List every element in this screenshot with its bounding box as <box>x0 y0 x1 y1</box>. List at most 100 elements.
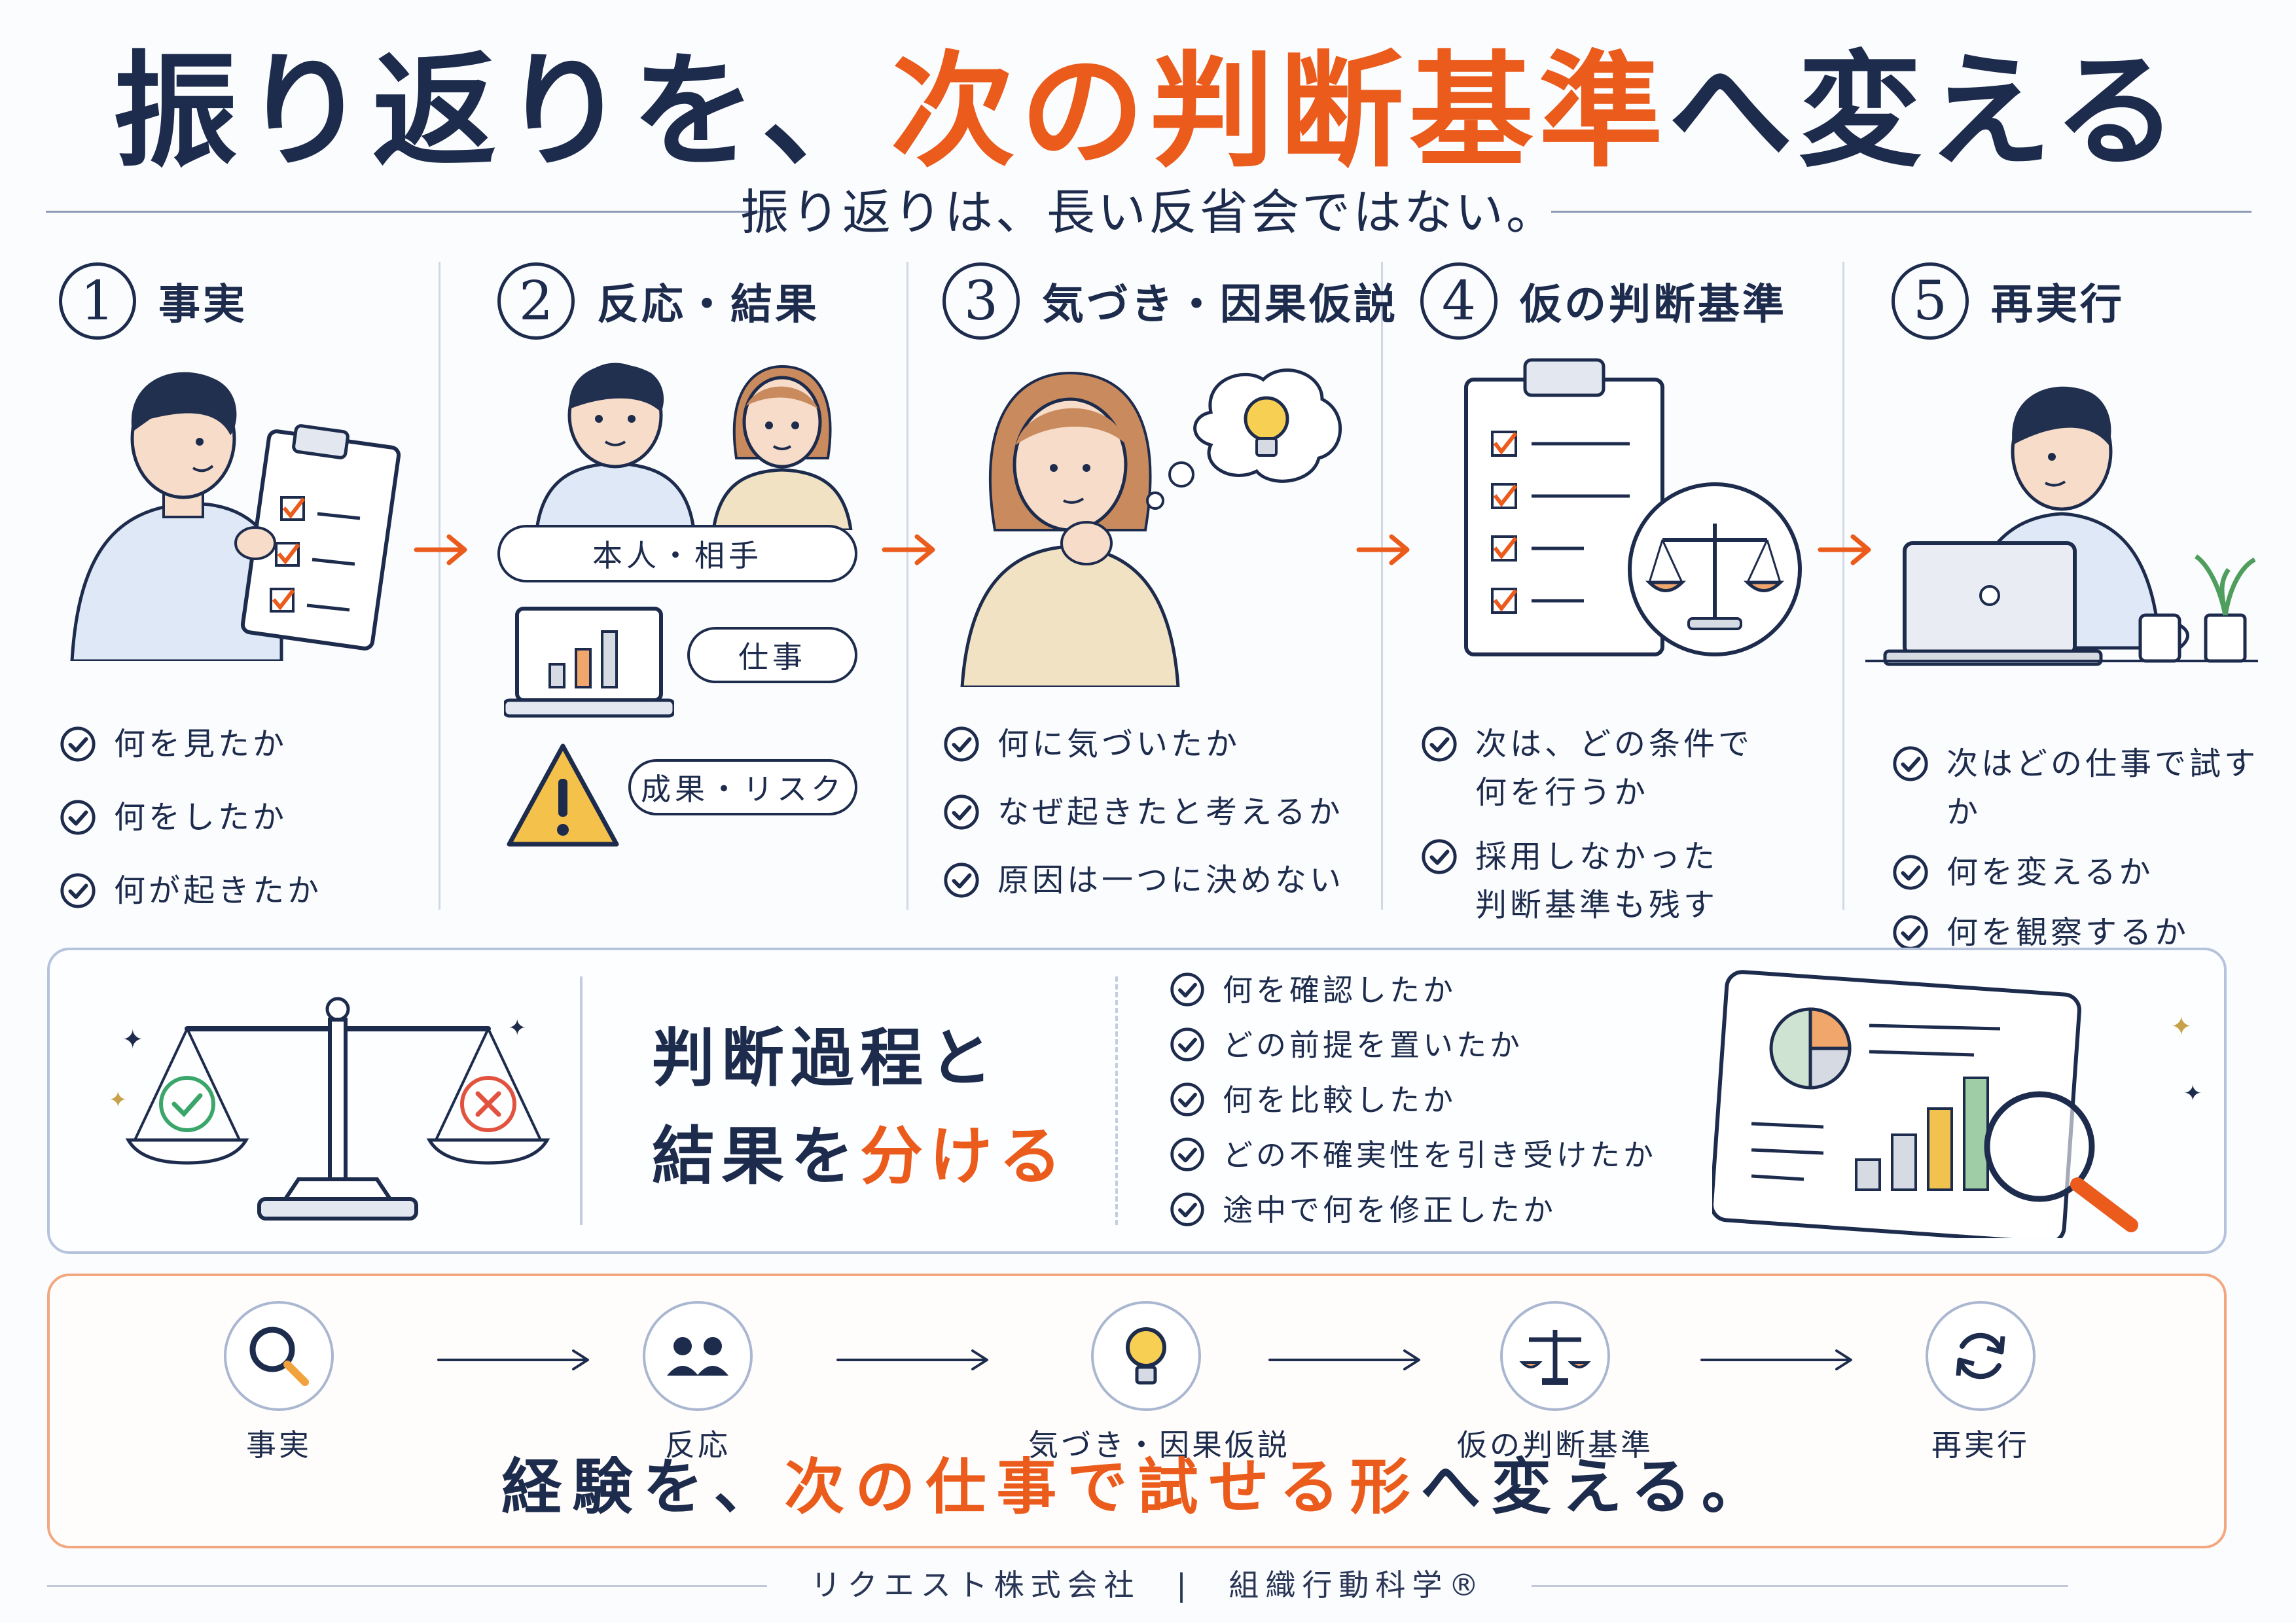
step-number: 1 <box>59 262 136 340</box>
panel-separator-dashed <box>1115 976 1118 1225</box>
step-2-header: 2 反応・結果 <box>497 255 819 347</box>
flow-label: 仮の判断基準 <box>1457 1427 1653 1463</box>
list-item: 何を変えるか <box>1892 848 2271 897</box>
warning-icon <box>507 743 619 847</box>
step-arrow-icon <box>1355 530 1414 569</box>
step-number: 4 <box>1420 262 1498 340</box>
list-item: 何を見たか <box>59 720 322 768</box>
step-5: 5 再実行 次はどの仕事で試すか 何を変えるか 何を観察するか <box>1865 255 2271 951</box>
company-name: リクエスト株式会社 <box>810 1567 1141 1603</box>
step-1: 1 事実 何を見たか 何をしたか 何が起きたか <box>59 255 425 916</box>
title-part1: 振り返りを、 <box>113 38 891 184</box>
list-item: 次は、どの条件で何を行うか <box>1420 720 1753 817</box>
laptop-chart-icon <box>504 607 674 718</box>
step-number: 3 <box>942 262 1020 340</box>
subtitle-left-rule <box>46 211 772 213</box>
flow-icon-circle <box>643 1301 753 1411</box>
lightbulb-icon <box>1126 1327 1166 1385</box>
subtitle-row: 振り返りは、長い反省会ではない。 <box>46 177 2251 249</box>
report-magnifier-illustration: ✦ ✦ <box>1712 970 2202 1238</box>
check-circle-icon <box>1169 1081 1206 1118</box>
step-title: 再実行 <box>1991 280 2125 329</box>
step-title: 気づき・因果仮説 <box>1042 280 1398 329</box>
step-5-header: 5 再実行 <box>1892 255 2125 347</box>
flow-step-reaction: 反応 <box>613 1301 783 1465</box>
flow-step-insight: 気づき・因果仮説 <box>1028 1301 1290 1465</box>
scale-icon <box>1519 1330 1591 1385</box>
step-4: 4 仮の判断基準 次は、どの条件で何を行うか 採用しなかった判断基準も残す <box>1420 255 1826 923</box>
heading-line2: 結果を <box>652 1119 860 1193</box>
footer-left-rule <box>47 1585 767 1587</box>
panel-separator <box>580 976 583 1225</box>
flow-icon-circle <box>224 1301 334 1411</box>
check-circle-icon <box>1892 853 1929 891</box>
flow-step-criteria: 仮の判断基準 <box>1457 1301 1653 1465</box>
column-divider <box>1842 262 1844 910</box>
column-divider <box>906 262 908 910</box>
step-number: 2 <box>497 262 575 340</box>
svg-text:✦: ✦ <box>122 1025 144 1055</box>
list-item: 何をしたか <box>59 793 322 842</box>
check-circle-icon <box>1892 914 1929 952</box>
footer-text: リクエスト株式会社 | 組織行動科学® <box>0 1559 2296 1611</box>
list-item: 何を確認したか <box>1169 970 1657 1010</box>
process-outcome-heading: 判断過程と 結果を分ける <box>652 1009 1068 1205</box>
list-item: 何に気づいたか <box>942 720 1344 768</box>
step-3-checklist: 何に気づいたか なぜ起きたと考えるか 原因は一つに決めない <box>942 720 1344 924</box>
heading-highlight: 分ける <box>860 1119 1068 1193</box>
list-item: なぜ起きたと考えるか <box>942 788 1344 836</box>
list-item: どの不確実性を引き受けたか <box>1169 1135 1657 1175</box>
process-vs-outcome-panel: ✦ ✦ ✦ 判断過程と 結果を分ける 何を確認したか どの前提を置いたか 何を比… <box>47 948 2227 1254</box>
check-circle-icon <box>59 798 97 836</box>
tag-self-other: 本人・相手 <box>497 525 857 582</box>
list-item: 次はどの仕事で試すか <box>1892 740 2271 836</box>
svg-text:✦: ✦ <box>2170 1012 2193 1042</box>
flow-arrow-icon <box>1699 1347 1856 1373</box>
magnifier-icon <box>249 1327 309 1386</box>
woman-thinking-illustration <box>960 368 1342 687</box>
flow-label: 反応 <box>665 1427 730 1463</box>
check-circle-icon <box>1420 725 1458 763</box>
column-divider <box>1381 262 1383 910</box>
heading-line1: 判断過程と <box>652 1021 999 1095</box>
footer: リクエスト株式会社 | 組織行動科学® <box>0 1559 2296 1611</box>
footer-right-rule <box>1532 1585 2068 1587</box>
refresh-icon <box>1956 1332 2005 1380</box>
step-1-header: 1 事実 <box>59 255 247 347</box>
brand-name: 組織行動科学® <box>1229 1567 1486 1603</box>
list-item: 何が起きたか <box>59 866 322 915</box>
balance-scale-icon: ✦ ✦ ✦ <box>109 997 550 1221</box>
step-3-header: 3 気づき・因果仮説 <box>942 255 1398 347</box>
step-number: 5 <box>1892 262 1969 340</box>
title-part2: へ変える <box>1668 38 2183 184</box>
list-item: どの前提を置いたか <box>1169 1025 1657 1065</box>
check-circle-icon <box>942 725 980 763</box>
page-title: 振り返りを、次の判断基準へ変える <box>0 33 2296 190</box>
man-with-clipboard-illustration <box>70 372 401 661</box>
footer-separator: | <box>1176 1567 1193 1603</box>
check-circle-icon <box>1420 838 1458 876</box>
process-checklist: 何を確認したか どの前提を置いたか 何を比較したか どの不確実性を引き受けたか … <box>1169 970 1657 1245</box>
step-1-checklist: 何を見たか 何をしたか 何が起きたか <box>59 720 322 940</box>
title-highlight: 次の判断基準 <box>890 38 1668 184</box>
two-people-illustration <box>535 363 853 530</box>
list-item: 何を観察するか <box>1892 908 2271 957</box>
flow-label: 気づき・因果仮説 <box>1028 1427 1290 1463</box>
step-4-checklist: 次は、どの条件で何を行うか 採用しなかった判断基準も残す <box>1420 720 1753 954</box>
check-circle-icon <box>1169 971 1206 1008</box>
step-4-header: 4 仮の判断基準 <box>1420 255 1787 347</box>
step-2: 2 反応・結果 本人・相手 仕事 成果・リスク <box>497 255 877 916</box>
flow-step-retry: 再実行 <box>1895 1301 2066 1465</box>
flow-arrow-icon <box>436 1347 593 1373</box>
summary-flow-panel: 事実 反応 気づき・因果仮説 仮の判断基準 再実行 経験を、次の仕事で試せる形へ… <box>47 1274 2227 1548</box>
flow-icon-circle <box>1500 1301 1610 1411</box>
tagline: 経験を、次の仕事で試せる形へ変える。 <box>501 1452 1772 1522</box>
people-icon <box>667 1337 728 1376</box>
flow-step-fact: 事実 <box>194 1301 364 1465</box>
list-item: 原因は一つに決めない <box>942 856 1344 904</box>
step-title: 仮の判断基準 <box>1520 280 1787 329</box>
list-item: 採用しなかった判断基準も残す <box>1420 832 1753 929</box>
check-circle-icon <box>1892 745 1929 783</box>
man-at-laptop-illustration <box>1865 386 2258 666</box>
flow-icon-circle <box>1091 1301 1201 1411</box>
